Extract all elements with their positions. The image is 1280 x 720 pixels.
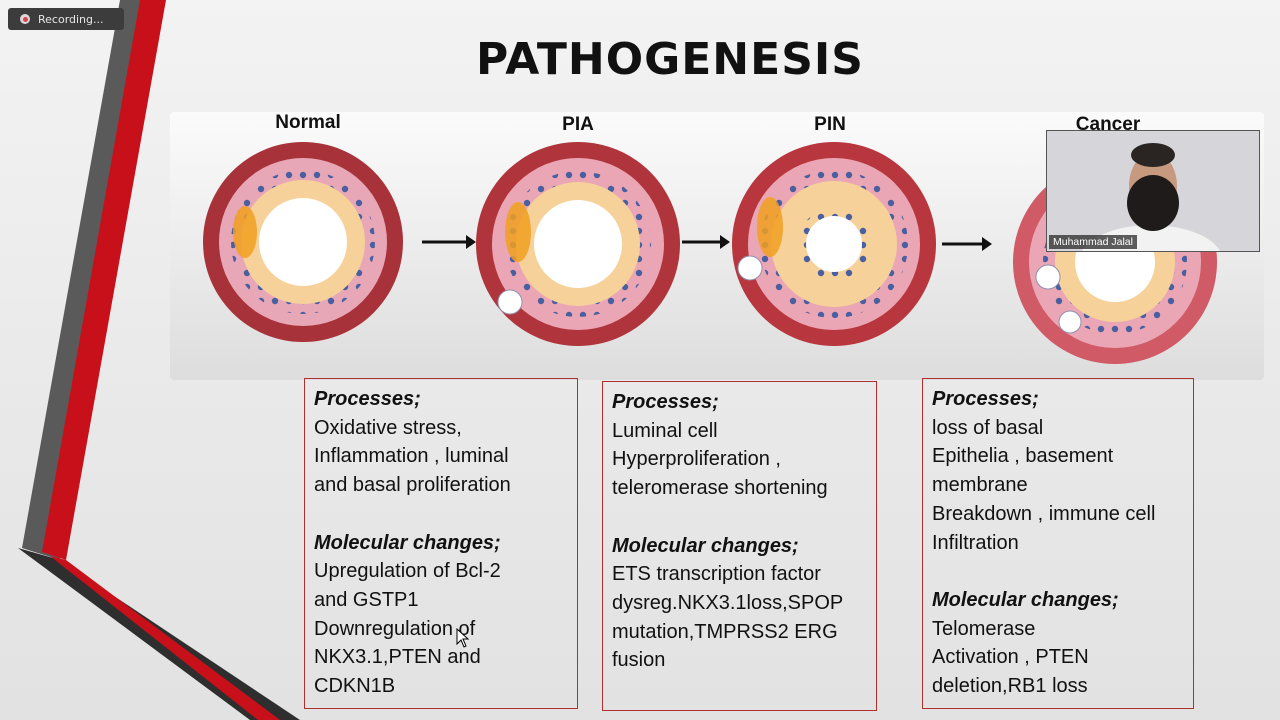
arrow-icon — [422, 235, 476, 249]
text-line: Activation , PTEN — [932, 646, 1089, 669]
text-line: fusion — [612, 649, 666, 672]
text-line: deletion,RB1 loss — [932, 675, 1088, 698]
gland-pia — [476, 142, 680, 346]
stage-label-pin: PIN — [814, 114, 846, 135]
participant-avatar — [1047, 131, 1259, 251]
text-line: NKX3.1,PTEN and — [314, 646, 481, 669]
recording-indicator[interactable]: Recording... — [8, 8, 124, 30]
text-line: and basal proliferation — [314, 474, 511, 497]
text-line: membrane — [932, 474, 1028, 497]
arrow-icon — [942, 237, 992, 251]
molecular-heading: Molecular changes; — [932, 588, 1119, 611]
molecular-heading: Molecular changes; — [612, 534, 799, 557]
text-line: Inflammation , luminal — [314, 445, 509, 468]
participant-video[interactable]: Muhammad Jalal — [1046, 130, 1260, 252]
molecular-heading: Molecular changes; — [314, 531, 501, 554]
text-line: Telomerase — [932, 617, 1036, 640]
text-line: Breakdown , immune cell — [932, 502, 1156, 525]
processes-heading: Processes; — [612, 391, 719, 413]
text-line: CDKN1B — [314, 675, 396, 698]
text-line: Epithelia , basement — [932, 445, 1114, 468]
mouse-cursor-icon — [456, 628, 470, 648]
processes-heading: Processes; — [932, 388, 1039, 410]
info-box-pia-pin: Processes; Luminal cell Hyperproliferati… — [602, 381, 877, 711]
text-line: loss of basal — [932, 416, 1044, 439]
stage-label-cancer: Cancer — [1075, 114, 1141, 135]
text-line: Upregulation of Bcl-2 — [314, 560, 501, 583]
stage-label-pia: PIA — [562, 114, 594, 135]
slide-title: PATHOGENESIS — [476, 34, 864, 85]
pathogenesis-figure: Normal PIA PIN Cancer — [170, 112, 1264, 380]
gland-pin — [732, 142, 936, 346]
info-box-cancer: Processes; loss of basal Epithelia , bas… — [922, 378, 1194, 709]
recording-label: Recording... — [38, 12, 104, 26]
text-line: ETS transcription factor — [612, 563, 821, 586]
record-icon — [20, 14, 30, 24]
info-box-normal: Processes; Oxidative stress, Inflammatio… — [304, 378, 578, 709]
text-line: Hyperproliferation , — [612, 448, 781, 471]
text-line: Infiltration — [932, 531, 1019, 554]
arrow-icon — [682, 235, 730, 249]
text-line: dysreg.NKX3.1loss,SPOP — [612, 591, 844, 614]
slide-decoration-stripes — [18, 0, 300, 720]
participant-name: Muhammad Jalal — [1049, 235, 1137, 249]
text-line: teleromerase shortening — [612, 477, 828, 500]
text-line: Oxidative stress, — [314, 416, 462, 439]
processes-heading: Processes; — [314, 388, 421, 410]
gland-normal — [203, 142, 403, 342]
stage-label-normal: Normal — [275, 112, 341, 133]
text-line: mutation,TMPRSS2 ERG — [612, 620, 838, 643]
text-line: and GSTP1 — [314, 588, 419, 611]
text-line: Luminal cell — [612, 419, 718, 442]
gland-diagrams — [203, 142, 1217, 364]
text-line: Downregulation of — [314, 617, 476, 640]
